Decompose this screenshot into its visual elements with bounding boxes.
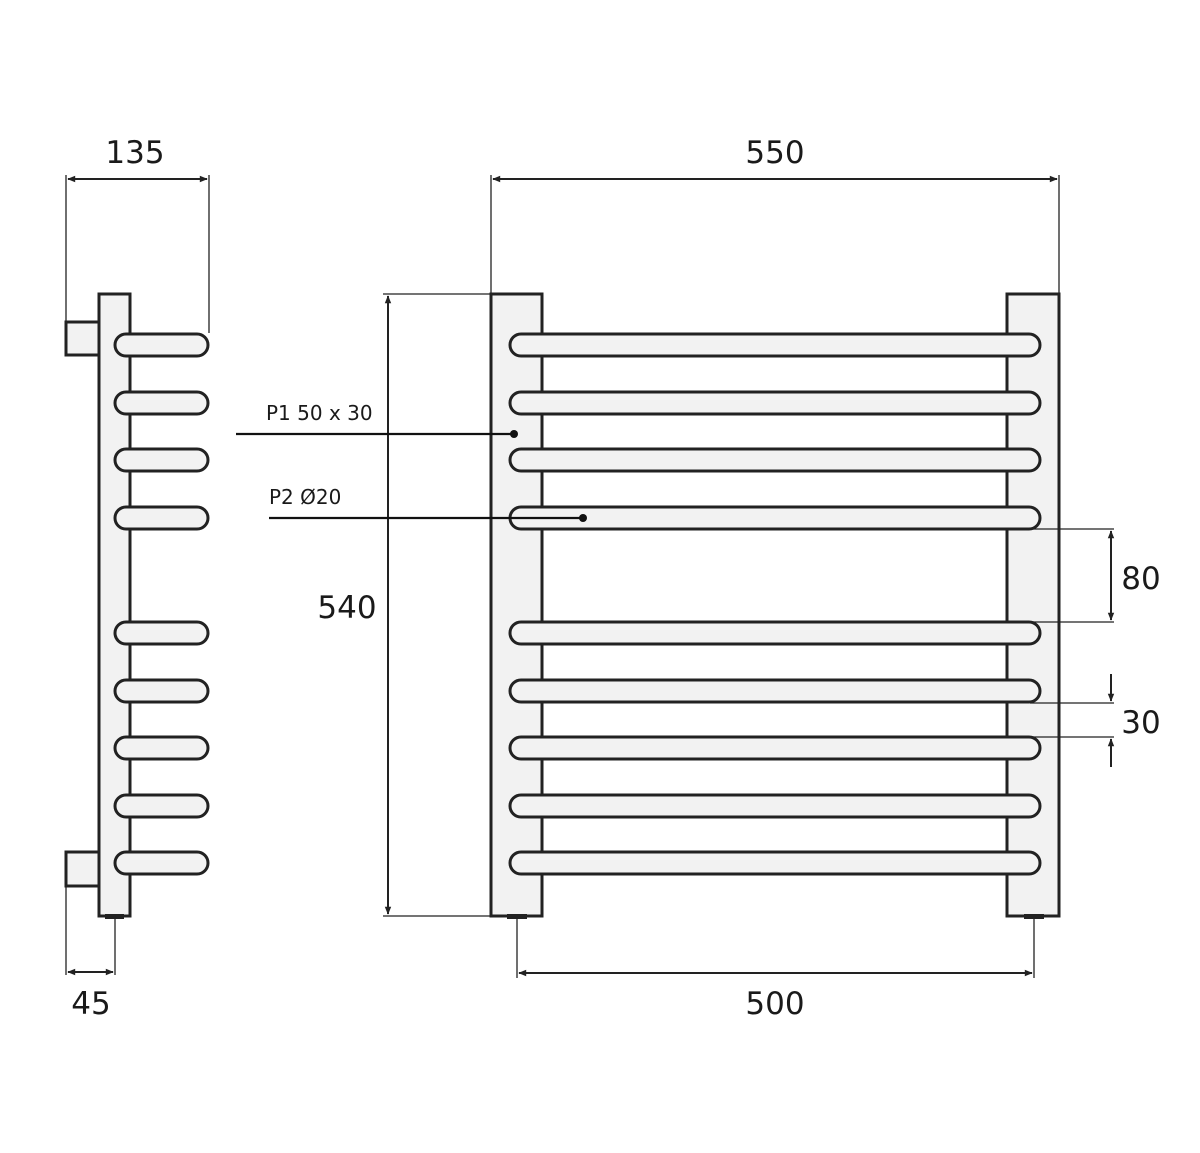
front-bar-1 (508, 332, 1042, 358)
front-collector-right (1005, 292, 1061, 918)
front-bar-3 (508, 447, 1042, 473)
side-collector (97, 292, 132, 918)
side-bar-2 (113, 390, 210, 416)
front-bar-6 (508, 678, 1042, 704)
p2-label: P2 Ø20 (269, 485, 341, 509)
front-bar-8 (508, 793, 1042, 819)
p2-leader-dot (579, 514, 587, 522)
height-value: 540 (317, 590, 376, 626)
front-view: 550 540 500 80 30 P1 50 x 30 P2 Ø20 (236, 135, 1161, 1022)
wall-offset-value: 45 (71, 986, 110, 1022)
front-bar-9 (508, 850, 1042, 876)
side-depth-value: 135 (105, 135, 164, 171)
front-collector-left (489, 292, 544, 918)
side-bars (113, 332, 210, 876)
side-bar-4 (113, 505, 210, 531)
side-bar-1 (113, 332, 210, 358)
front-foot-left (507, 914, 527, 919)
bar-gap-value: 80 (1121, 561, 1160, 597)
side-wall-bracket-top (64, 320, 101, 357)
front-bar-4 (508, 505, 1042, 531)
side-foot (105, 914, 124, 919)
overall-width-value: 550 (745, 135, 804, 171)
center-distance-value: 500 (745, 986, 804, 1022)
side-bar-7 (113, 735, 210, 761)
front-foot-right (1024, 914, 1044, 919)
p1-label: P1 50 x 30 (266, 401, 373, 425)
side-view: 135 45 (64, 135, 210, 1022)
side-wall-bracket-bottom (64, 850, 101, 888)
front-bars (508, 332, 1042, 876)
front-bar-5 (508, 620, 1042, 646)
bar-height-value: 30 (1121, 705, 1160, 741)
front-bar-2 (508, 390, 1042, 416)
side-bar-3 (113, 447, 210, 473)
side-bar-5 (113, 620, 210, 646)
front-bar-7 (508, 735, 1042, 761)
side-bar-8 (113, 793, 210, 819)
side-bar-6 (113, 678, 210, 704)
side-bar-9 (113, 850, 210, 876)
p1-leader-dot (510, 430, 518, 438)
